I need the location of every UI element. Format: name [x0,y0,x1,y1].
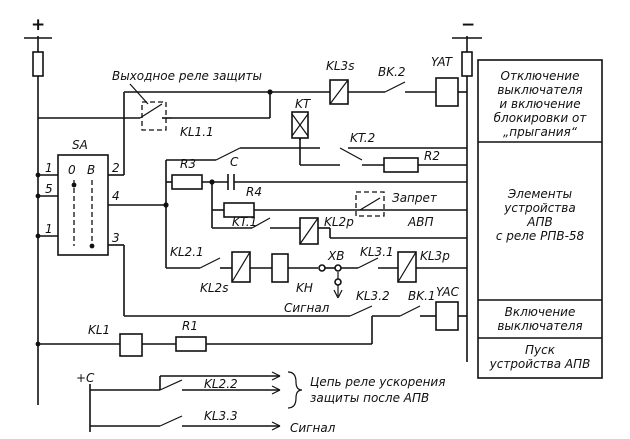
kt2-label: KT.2 [350,131,375,145]
kl1-label: KL1 [88,323,110,337]
description-panel-frame [477,59,603,379]
panel-block4-line2: устройства АПВ [489,357,591,371]
accel-label-2: защиты после АПВ [310,391,429,405]
sa-label: SA [72,138,88,152]
r2-label: R2 [424,149,440,163]
vk1-label: BK.1 [408,289,436,303]
r4-label: R4 [246,185,262,199]
panel-block1-line2: выключателя [497,83,582,97]
kl22-label: KL2.2 [204,377,238,391]
kl1-circuit: KL1 R1 [35,319,373,357]
avp-label: АВП [407,215,433,229]
kl31-label: KL3.1 [360,245,394,259]
plus-c-label: +C [76,371,95,385]
kl11-label: KL1.1 [180,125,214,139]
negative-rail: − [452,15,482,362]
panel-block2-line4: с реле РПВ-58 [496,229,585,243]
sa-pin2: 2 [112,161,120,175]
panel-block3-line2: выключателя [497,319,582,333]
kh-label: KH [296,281,313,295]
zapret-contact-box [355,191,385,217]
panel-block2-line1: Элементы [507,187,572,201]
kl3p-label: KL3p [420,249,450,263]
kl33-label: KL3.3 [204,409,238,423]
yat-coil [435,77,459,107]
kt1-label: KT.1 [232,215,257,229]
panel-block1-line5: „прыгания“ [503,125,578,139]
close-circuit: KL3.2 BK.1 YAC [349,285,467,331]
kl2s-label: KL2s [200,281,228,295]
signal2-label: Сигнал [290,421,336,435]
trip-circuit: Выходное реле защиты KL3s BK.2 YAT [38,55,467,131]
kl3s-label: KL3s [326,59,354,73]
r2-resistor [383,157,419,173]
r1-label: R1 [182,319,198,333]
yac-label: YAC [436,285,460,299]
panel-block1-line1: Отключение [501,69,580,83]
panel-block3-line1: Включение [505,305,576,319]
yat-label: YAT [431,55,454,69]
yac-coil [435,301,459,331]
r1-resistor [175,336,207,352]
sa-pin1-bot: 1 [45,222,53,236]
kl21-label: KL2.1 [170,245,204,259]
apv-block-contact: Запрет АВП [355,191,438,229]
kh-relay [271,253,289,283]
panel-block-trip: Отключение выключателя и включение блоки… [494,69,588,139]
panel-block2-line2: устройства [503,201,575,215]
sa-pin4: 4 [112,189,120,203]
panel-block4-line1: Пуск [525,343,556,357]
protection-relay-box [141,101,167,131]
vk2-label: BK.2 [378,65,406,79]
aux-circuits: +C KL2.2 Цепь реле ускорения защиты посл… [76,371,445,435]
sa-v-label: B [87,163,95,177]
plus-rail-label: + [31,15,45,35]
kt-label: KT [295,97,312,111]
positive-rail: + [24,15,52,405]
sa-switch-body [57,154,109,256]
sa-switch: SA 0 B 1 2 5 4 1 3 [35,118,350,317]
sa-o-label: 0 [68,163,76,177]
panel-block-close: Включение выключателя [497,305,582,333]
r3-label: R3 [180,157,196,171]
sa-pin1-top: 1 [45,161,53,175]
sa-pin3: 3 [112,231,120,245]
r3-resistor [171,174,203,190]
panel-block1-line4: блокировки от [494,111,588,125]
kl1-coil [119,333,143,357]
minus-rail-label: − [461,15,475,35]
panel-block2-line3: АПВ [526,215,552,229]
panel-block1-line3: и включение [499,97,580,111]
panel-block-apv: Элементы устройства АПВ с реле РПВ-58 [496,187,585,243]
zapret-label: Запрет [392,191,438,205]
panel-block-start: Пуск устройства АПВ [489,343,591,371]
sa-pin5: 5 [45,182,53,196]
protection-relay-label: Выходное реле защиты [112,69,262,83]
kl2p-circuit: KT.1 KL2p [212,215,467,245]
xb-label: XB [327,249,344,263]
c-label: C [230,155,239,169]
signal-circuit: KL2.1 KL2s KH XB KL3.1 KL3p Сигнал [166,245,467,315]
signal1-label: Сигнал [284,301,330,315]
kt-circuit: KT KL1.1 KT.2 R2 [166,97,467,173]
accel-label-1: Цепь реле ускорения [310,375,445,389]
kl32-label: KL3.2 [356,289,390,303]
kl2p-label: KL2p [324,215,354,229]
description-panel: Отключение выключателя и включение блоки… [477,59,603,379]
